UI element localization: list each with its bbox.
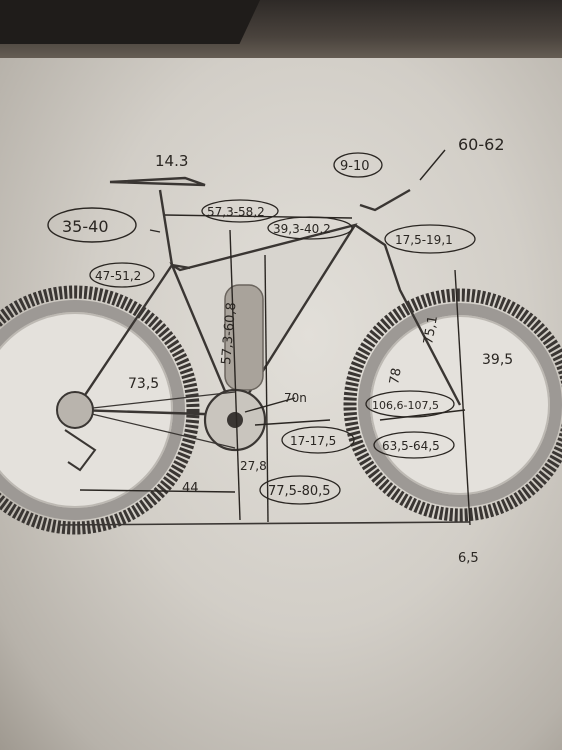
ground-line [59, 521, 471, 526]
label-bb: 70n [284, 391, 307, 405]
oval-front-center [373, 431, 455, 459]
label-stem: 9-10 [340, 159, 370, 174]
label-standover: 77,5-80,5 [268, 484, 331, 499]
label-bb-drop: 17-17,5 [290, 434, 336, 448]
label-head-tube: 17,5-19,1 [395, 233, 453, 247]
oval-seatpost [47, 207, 137, 243]
label-front-center: 63,5-64,5 [382, 439, 440, 453]
label-seat-tube-length: 57,3-60,8 [219, 302, 239, 366]
label-seatpost: 35-40 [62, 217, 109, 236]
measurement-labels: 14.3 35-40 57,3-58,2 39,3-40,2 9-10 60-6… [47, 135, 513, 566]
label-stack: 39,3-40,2 [273, 222, 331, 236]
label-wheelbase: 106,6-107,5 [372, 399, 439, 412]
drivetrain [56, 388, 267, 472]
oval-stack [267, 216, 353, 240]
oval-standover [259, 475, 341, 505]
label-fork-length: 39,5 [482, 352, 513, 368]
oval-head-tube [384, 224, 476, 254]
oval-top-tube [201, 199, 279, 223]
label-bar-angle: 60-62 [458, 135, 505, 154]
label-saddle: 14.3 [155, 152, 188, 170]
label-offset: 6,5 [458, 551, 479, 566]
oval-wheelbase [365, 390, 455, 418]
oval-bb-drop [281, 426, 355, 454]
label-seat-tube: 47-51,2 [95, 269, 141, 283]
oval-stem [333, 152, 383, 178]
label-bb-height: 27,8 [240, 459, 267, 473]
label-fork: 75,1 [421, 315, 441, 346]
label-fork-angle: 78 [387, 367, 405, 386]
label-top-tube: 57,3-58,2 [207, 205, 265, 219]
label-chainstay-angle: 73,5 [128, 376, 159, 392]
label-chainstay: 44 [182, 481, 199, 496]
oval-seat-tube [89, 262, 155, 288]
measurement-lines [79, 149, 471, 526]
